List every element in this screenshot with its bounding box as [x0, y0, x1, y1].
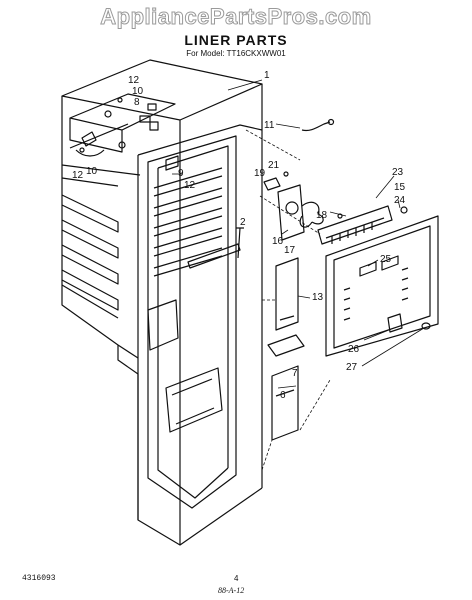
page-title: LINER PARTS — [184, 32, 288, 48]
baffle-13 — [275, 257, 299, 331]
callout-1: 1 — [264, 70, 270, 81]
callout-19: 19 — [254, 168, 266, 179]
duct-6 — [271, 365, 299, 441]
callout-17: 17 — [284, 245, 296, 256]
evaporator-cover — [317, 205, 439, 357]
callout-10-top: 10 — [132, 86, 144, 97]
callout-labels: 1 2 6 7 8 9 10 10 11 12 12 12 13 15 16 1… — [72, 70, 406, 401]
thermostat-components — [75, 97, 179, 171]
rail-2 — [236, 227, 244, 259]
callout-18: 18 — [316, 210, 328, 221]
callout-25: 25 — [380, 254, 392, 265]
plate-7 — [267, 334, 305, 357]
watermark-logo: AppliancePartsPros.com — [100, 4, 372, 30]
callout-8: 8 — [134, 97, 140, 108]
model-subtitle: For Model: TT16CKXWW01 — [186, 49, 286, 58]
callout-12-top: 12 — [128, 75, 140, 86]
callout-leaders — [172, 79, 425, 389]
callout-7: 7 — [292, 368, 298, 379]
callout-12-mid: 12 — [184, 180, 196, 191]
callout-15: 15 — [394, 182, 406, 193]
callout-26: 26 — [348, 344, 360, 355]
callout-24: 24 — [394, 195, 406, 206]
screw-27 — [421, 322, 431, 330]
document-number: 4316093 — [22, 574, 56, 583]
callout-27: 27 — [346, 362, 358, 373]
callout-6: 6 — [280, 390, 286, 401]
callout-16: 16 — [272, 236, 284, 247]
callout-12-left: 12 — [72, 170, 84, 181]
footer-code: 88-A-12 — [218, 586, 245, 595]
sensor-tube — [301, 121, 331, 132]
callout-23: 23 — [392, 167, 404, 178]
liner-cabinet — [61, 59, 263, 546]
callout-11: 11 — [264, 120, 275, 131]
callout-10-left: 10 — [86, 166, 98, 177]
callout-9: 9 — [178, 168, 184, 179]
page-number: 4 — [234, 574, 239, 583]
callout-13: 13 — [312, 292, 324, 303]
callout-21: 21 — [268, 160, 280, 171]
callout-2: 2 — [240, 217, 246, 228]
fan-assembly — [263, 171, 324, 241]
leader-lines — [245, 129, 331, 471]
